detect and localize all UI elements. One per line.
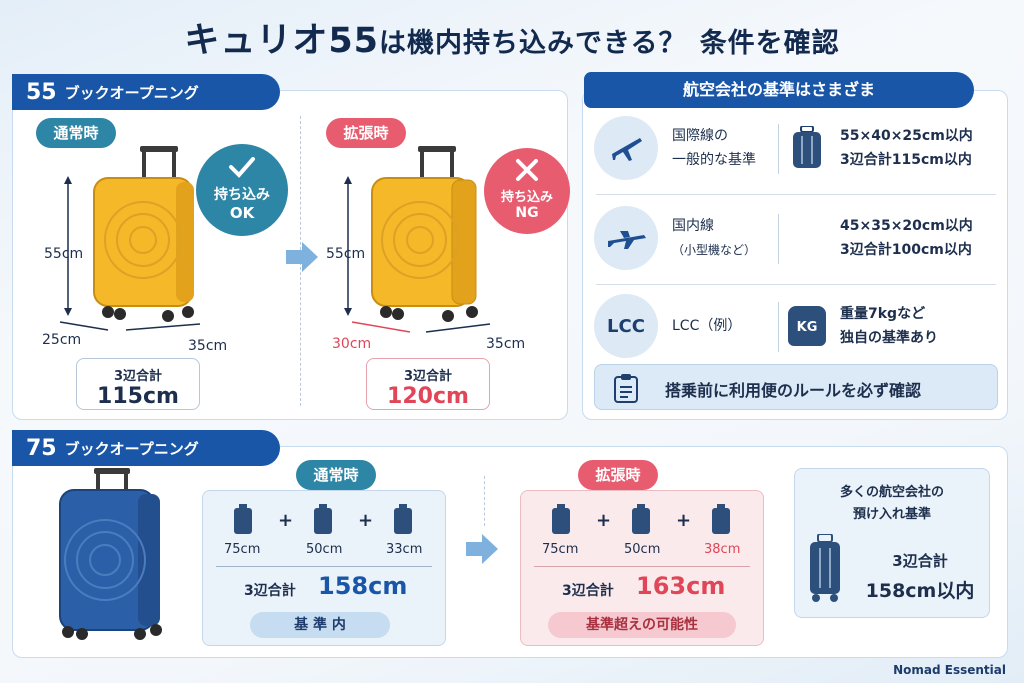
suitcase-blue: [59, 468, 162, 640]
airline-note-text: 搭乗前に利用便のルールを必ず確認: [665, 381, 922, 400]
depth-label-normal: 25cm: [42, 332, 82, 348]
suitcase-yellow-normal: [59, 146, 201, 331]
clipboard-icon: [614, 374, 638, 403]
width-label-expanded: 35cm: [486, 336, 526, 352]
row2-name: 国内線（小型機など）: [672, 218, 757, 257]
plus-icon: +: [596, 510, 612, 531]
row1-sep: [778, 124, 779, 174]
row3-rule: 重量7kgなど独自の基準あり: [840, 306, 938, 346]
divider-75: [484, 476, 485, 526]
small-plane-icon: [608, 231, 646, 249]
suitcase-yellow-expanded: [344, 146, 491, 333]
row3-sep: [778, 302, 779, 352]
checked-total-label: 3辺合計: [892, 552, 948, 570]
brand-footer: Nomad Essential: [893, 663, 1006, 677]
lcc-icon: LCC: [594, 294, 658, 358]
plane-icon-international: [594, 116, 658, 180]
normal-label-55: 通常時: [36, 118, 116, 148]
suitcase-icon: [234, 504, 252, 534]
plus-icon: +: [278, 510, 294, 531]
suitcase-icon-row1: [793, 126, 821, 168]
row-sep-1: [596, 194, 996, 195]
verdict-ng-badge: 持ち込み NG: [484, 148, 570, 234]
arrow-right-icon: [466, 534, 498, 564]
calc-line: [534, 566, 750, 567]
close-icon: [516, 159, 538, 181]
depth-label-expanded: 30cm: [332, 336, 372, 352]
total-label-normal-75: 3辺合計: [244, 583, 296, 599]
row-sep-2: [596, 284, 996, 285]
row2-sep: [778, 214, 779, 264]
normal-label-75: 通常時: [296, 460, 376, 490]
suitcase-icon: [632, 504, 650, 534]
checked-total-value: 158cm以内: [865, 580, 975, 602]
row1-name: 国際線の一般的な基準: [672, 128, 756, 168]
width-label-normal: 35cm: [188, 338, 228, 354]
over-limit-badge: 基準超えの可能性: [548, 612, 736, 638]
row3-name: LCC（例）: [672, 318, 742, 334]
suitcase-icon: [810, 534, 840, 602]
airline-note: 搭乗前に利用便のルールを必ず確認: [594, 364, 998, 410]
calc-line: [216, 566, 432, 567]
total-box-normal-55: 3辺合計 115cm: [76, 358, 200, 410]
suitcase-icon: [314, 504, 332, 534]
expanded-label-75: 拡張時: [578, 460, 658, 490]
dim-width-75-exp: 50cm: [624, 542, 661, 557]
height-label-normal: 55cm: [44, 246, 84, 262]
arrow-right-icon: [286, 242, 318, 272]
total-value-normal-75: 158cm: [318, 572, 408, 600]
total-box-expanded-55: 3辺合計 120cm: [366, 358, 490, 410]
airline-header: 航空会社の基準はさまざま: [584, 72, 974, 108]
dim-depth-75-exp: 38cm: [704, 542, 741, 557]
dim-height-75-exp: 75cm: [542, 542, 579, 557]
plane-icon-domestic: [594, 206, 658, 270]
total-value-expanded-75: 163cm: [636, 572, 726, 600]
expanded-label-55: 拡張時: [326, 118, 406, 148]
plus-icon: +: [676, 510, 692, 531]
verdict-ok-badge: 持ち込み OK: [196, 144, 288, 236]
height-label-expanded: 55cm: [326, 246, 366, 262]
total-label-expanded-75: 3辺合計: [562, 583, 614, 599]
check-icon: [229, 157, 255, 178]
dim-height-75: 75cm: [224, 542, 261, 557]
suitcase-icon: [552, 504, 570, 534]
dim-depth-75: 33cm: [386, 542, 423, 557]
within-badge: 基 準 内: [250, 612, 390, 638]
airplane-icon: [612, 138, 642, 161]
dim-width-75: 50cm: [306, 542, 343, 557]
plus-icon: +: [358, 510, 374, 531]
checked-title: 多くの航空会社の預け入れ基準: [839, 485, 944, 522]
suitcase-icon: [712, 504, 730, 534]
suitcase-icon: [394, 504, 412, 534]
page-title: キュリオ55は機内持ち込みできる？ 条件を確認: [184, 21, 840, 61]
weight-icon: KG: [788, 306, 826, 346]
